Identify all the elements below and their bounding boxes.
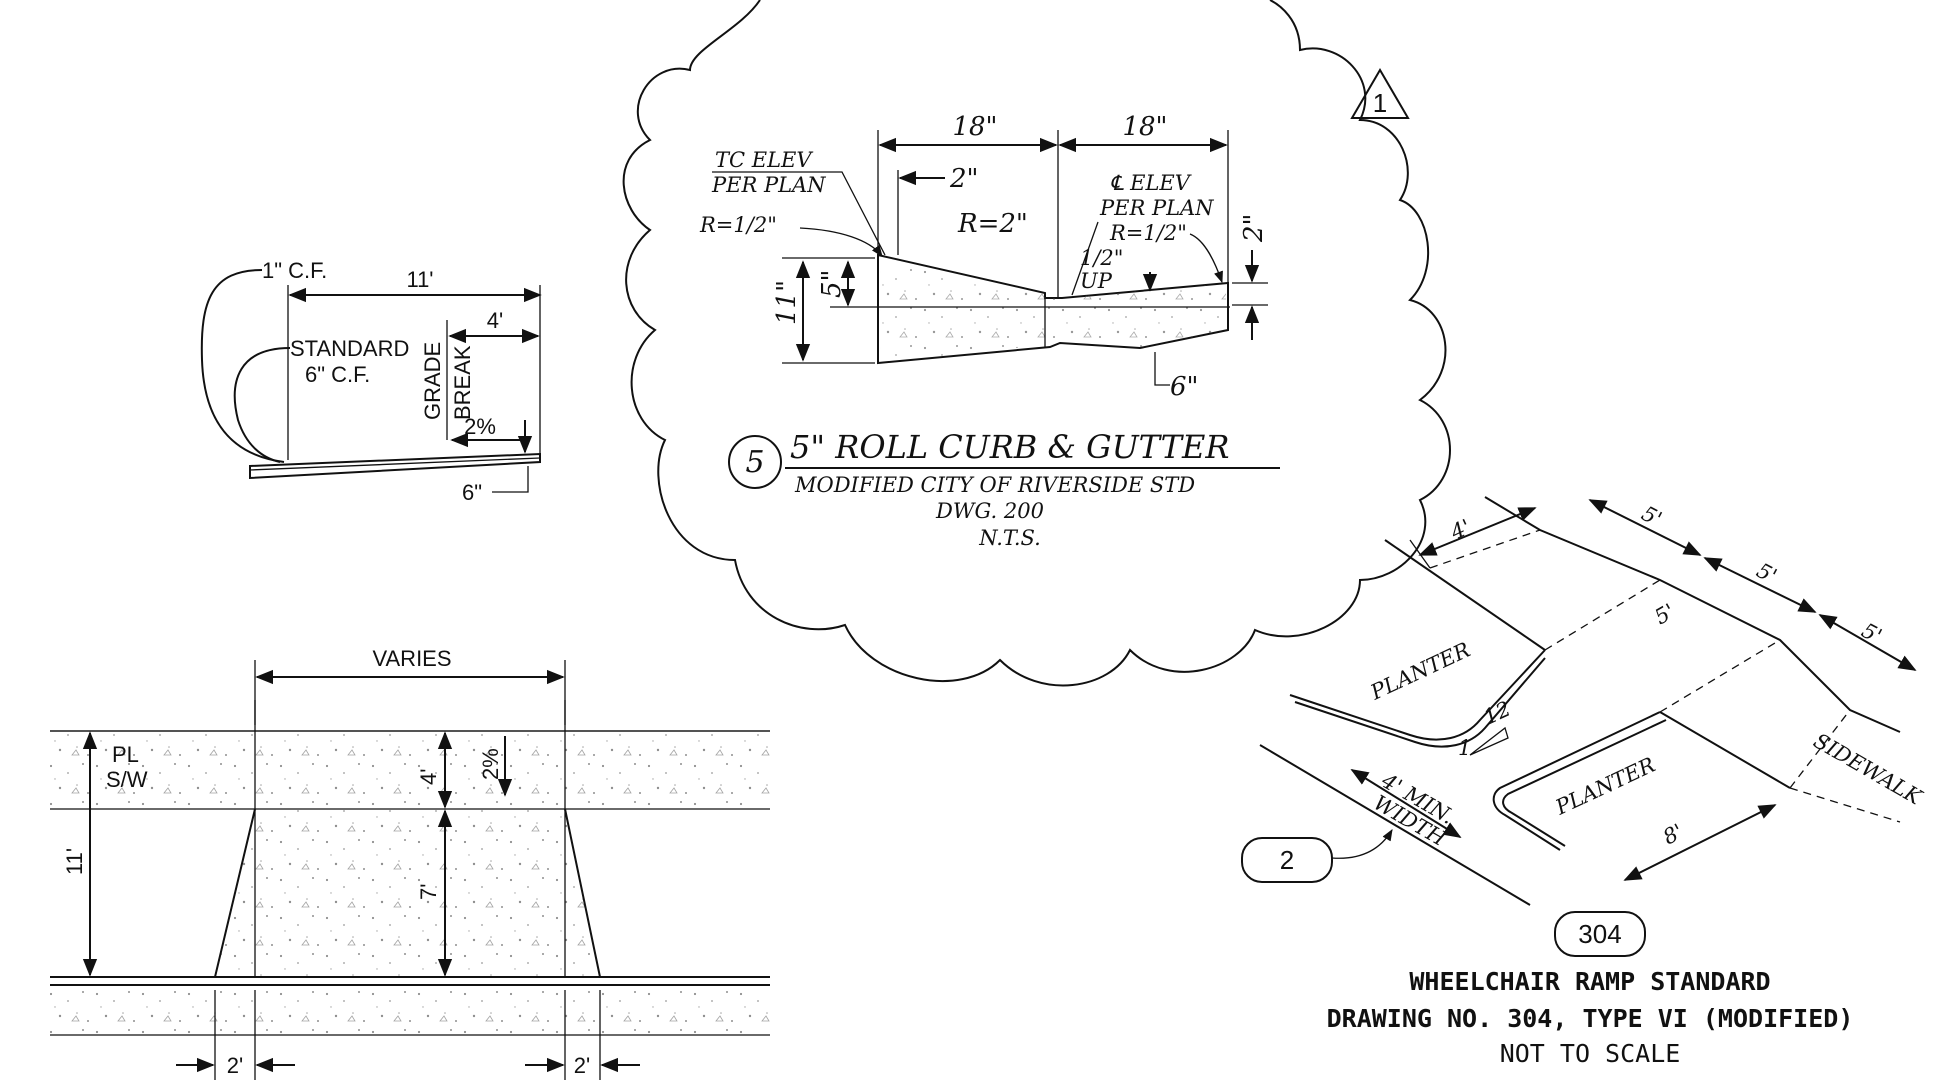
r-half-right: R=1/2": [1109, 221, 1187, 245]
dim-8-iso: 8': [1659, 819, 1687, 849]
dim-18-right: 18": [1122, 112, 1167, 142]
dim-2: 2": [949, 164, 979, 194]
title-line-2: DRAWING NO. 304, TYPE VI (MODIFIED): [1327, 1004, 1854, 1033]
detail-number: 5: [745, 445, 764, 480]
detail-number-circle: [728, 435, 782, 489]
half-in: 1/2": [1080, 246, 1123, 270]
planter-right: PLANTER: [1551, 753, 1659, 820]
dim-18-left: 18": [952, 112, 997, 142]
dim-2-right: 2': [574, 1053, 590, 1078]
dim-4-plan: 4': [416, 769, 441, 785]
cl-elev: ℄ ELEV: [1110, 171, 1192, 195]
sw-text: S/W: [106, 767, 148, 792]
up-label: UP: [1080, 269, 1113, 293]
callout-304-box: [1554, 911, 1646, 957]
slope-plan: 2%: [478, 748, 503, 780]
dim-6: 6": [1170, 372, 1199, 402]
dim-7-plan: 7': [416, 884, 441, 900]
detail-dwg: DWG. 200: [935, 499, 1044, 523]
dim-2-left: 2': [227, 1053, 243, 1078]
detail-nts: N.T.S.: [978, 526, 1041, 550]
title-line-3: NOT TO SCALE: [1500, 1039, 1681, 1068]
dim-11: 11": [772, 280, 802, 325]
cross-section: 1" C.F. 11' STANDARD 6" C.F. GRADE BREAK…: [200, 258, 542, 505]
plan-view: VARIES PL S/W 11' 4' 7' 2% 2' 2': [50, 646, 770, 1080]
iso-view: 4' 5' 5' 5' 5' PLANTER PLANTER 1 12 4' M…: [1241, 496, 1927, 957]
dim-4-iso: 4': [1446, 515, 1474, 545]
depth-text: 6": [462, 480, 482, 505]
tc-elev: TC ELEV: [715, 148, 813, 172]
dim-11-plan: 11': [62, 848, 87, 875]
r-2: R=2": [957, 209, 1028, 239]
sidewalk-slab: [249, 452, 541, 480]
pl-text: PL: [112, 742, 139, 767]
planter-left: PLANTER: [1366, 638, 1474, 705]
detail-title: 5" ROLL CURB & GUTTER: [790, 428, 1229, 466]
detail-subtitle: MODIFIED CITY OF RIVERSIDE STD: [794, 473, 1195, 497]
callout-2-box: [1241, 837, 1333, 883]
revision-number: 1: [1373, 88, 1387, 118]
cf1-label: 1" C.F.: [262, 258, 327, 283]
slope-run: 12: [1480, 696, 1514, 729]
std-label-1: STANDARD: [290, 336, 409, 361]
std-label-2: 6" C.F.: [305, 362, 370, 387]
per-plan-left: PER PLAN: [711, 173, 826, 197]
sidewalk-label: SIDEWALK: [1810, 729, 1927, 811]
dim-5-c: 5': [1858, 618, 1886, 648]
dim-4-text: 4': [487, 308, 503, 333]
varies-text: VARIES: [372, 646, 451, 671]
per-plan-right: PER PLAN: [1099, 196, 1214, 220]
revision-cloud: [622, 0, 1451, 687]
callout-2: 2: [1280, 845, 1294, 875]
title-line-1: WHEELCHAIR RAMP STANDARD: [1409, 967, 1770, 996]
slope-text: 2%: [464, 414, 496, 439]
grade-label: GRADE: [420, 342, 445, 420]
dim-11-text: 11': [406, 267, 433, 292]
callout-304: 304: [1578, 919, 1621, 949]
cf1-leader: [200, 269, 285, 463]
break-label: BREAK: [450, 345, 475, 420]
slope-rise: 1: [1458, 736, 1471, 760]
title-block: WHEELCHAIR RAMP STANDARD DRAWING NO. 304…: [1327, 967, 1854, 1068]
std-leader: [233, 347, 291, 463]
r-half-left: R=1/2": [699, 213, 777, 237]
dim-2-vert: 2": [1239, 213, 1269, 243]
curb-detail: 18" 18" 2" TC ELEV PER PLAN R=1/2" R=2" …: [699, 112, 1280, 550]
back-of-walk: [1484, 496, 1901, 733]
dim-5: 5": [817, 269, 847, 298]
dim-5-d: 5': [1651, 599, 1680, 629]
